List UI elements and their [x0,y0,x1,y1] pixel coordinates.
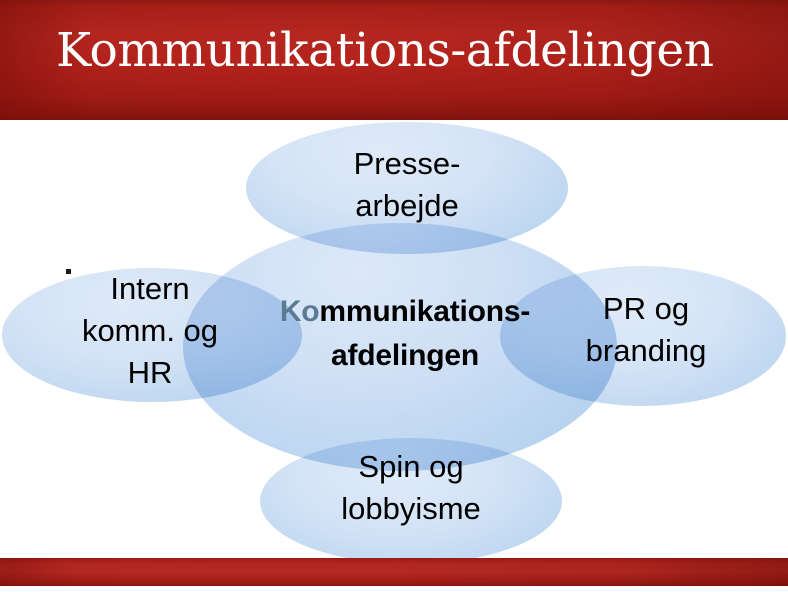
stray-period-artifact [66,269,71,274]
page-title: Kommunikations-afdelingen [56,23,714,78]
bottom-accent-bar [0,558,788,586]
venn-center-bubble[interactable] [183,223,617,471]
title-banner [0,0,788,120]
